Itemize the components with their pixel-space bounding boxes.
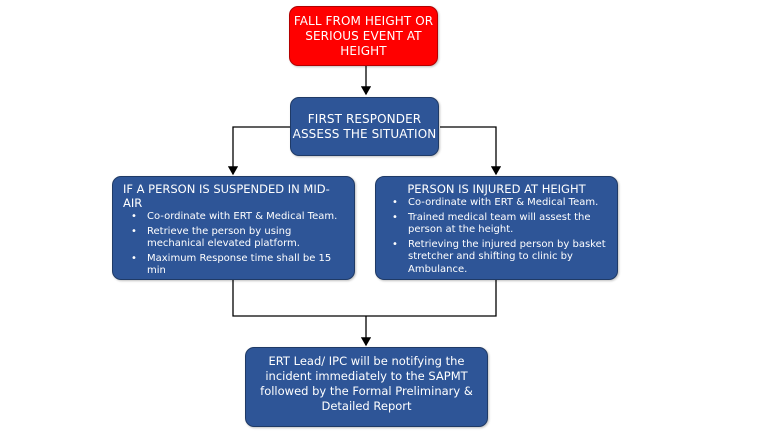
suspended-bullet-3: Maximum Response time shall be 15 min	[131, 253, 346, 278]
suspended-bullet-2: Retrieve the person by using mechanical …	[131, 226, 346, 251]
fall-event-line-3: HEIGHT	[340, 43, 387, 58]
suspended-bullet-1: Co-ordinate with ERT & Medical Team.	[131, 211, 346, 224]
first-responder-line-1: FIRST RESPONDER	[307, 111, 422, 126]
ert-lead-box: ERT Lead/ IPC will be notifying the inci…	[245, 347, 488, 427]
injured-person-box: PERSON IS INJURED AT HEIGHT Co-ordinate …	[375, 176, 618, 280]
arrow-responder-to-suspended	[227, 126, 290, 176]
arrow-responder-to-injured	[440, 126, 502, 176]
first-responder-box: FIRST RESPONDER ASSESS THE SITUATION	[290, 97, 439, 156]
suspended-heading: IF A PERSON IS SUSPENDED IN MID-AIR	[123, 182, 330, 210]
fall-event-line-2: SERIOUS EVENT AT	[305, 28, 422, 43]
injured-heading: PERSON IS INJURED AT HEIGHT	[407, 182, 586, 196]
first-responder-line-2: ASSESS THE SITUATION	[292, 126, 437, 141]
suspended-bullet-list: Co-ordinate with ERT & Medical Team. Ret…	[123, 211, 346, 278]
fall-event-line-1: FALL FROM HEIGHT OR	[293, 13, 434, 28]
fall-event-box: FALL FROM HEIGHT OR SERIOUS EVENT AT HEI…	[289, 6, 438, 66]
injured-bullet-3: Retrieving the injured person by basket …	[392, 239, 609, 277]
suspended-person-box: IF A PERSON IS SUSPENDED IN MID-AIR Co-o…	[112, 176, 355, 280]
line-suspended-down	[232, 280, 497, 317]
ert-lead-text: ERT Lead/ IPC will be notifying the inci…	[260, 354, 473, 413]
injured-bullet-list: Co-ordinate with ERT & Medical Team. Tra…	[384, 197, 609, 276]
injured-bullet-1: Co-ordinate with ERT & Medical Team.	[392, 197, 609, 210]
injured-bullet-2: Trained medical team will assest the per…	[392, 212, 609, 237]
